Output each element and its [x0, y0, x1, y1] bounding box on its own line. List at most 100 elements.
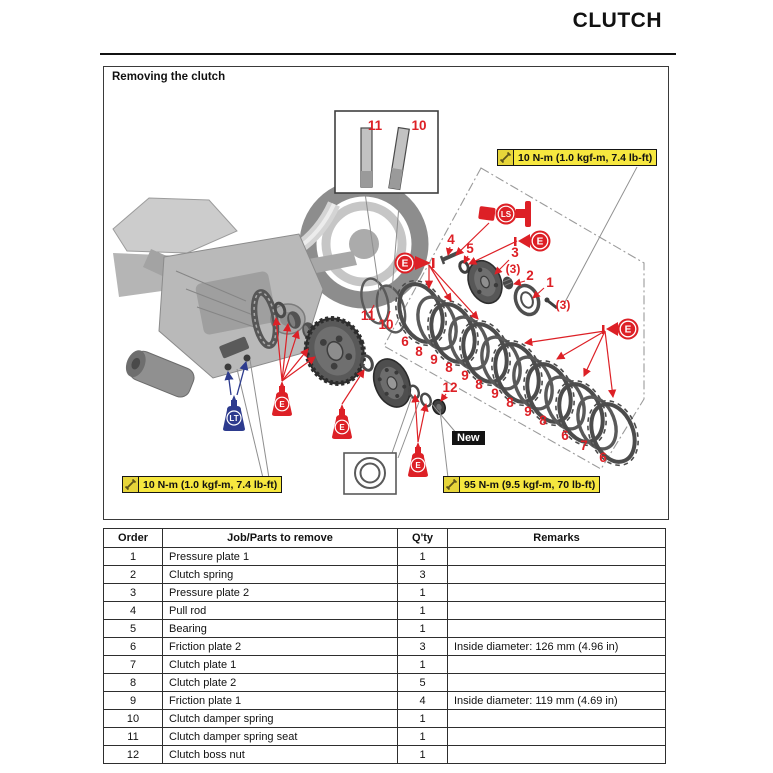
callout-leaders	[366, 132, 545, 402]
locking-agent-bottle-icon: LT	[223, 395, 245, 431]
svg-text:(3): (3)	[556, 298, 571, 312]
tail-cowl	[112, 197, 238, 254]
figure-title: Removing the clutch	[112, 71, 226, 83]
torque-value: 10 N-m (1.0 kgf-m, 7.4 lb-ft)	[143, 478, 278, 491]
svg-text:E: E	[279, 400, 285, 409]
bearing-magnifier-inset	[343, 452, 397, 495]
parts-table: Order Job/Parts to remove Q'ty Remarks 1…	[103, 528, 666, 764]
clutch-boss	[372, 358, 412, 408]
bracket-bolt	[224, 363, 232, 371]
damper-spring-strip	[388, 126, 410, 191]
svg-text:8: 8	[475, 377, 483, 392]
clutch-plate-shape	[576, 395, 618, 451]
engine-oil-bottle-icon: E	[272, 381, 292, 416]
svg-text:10: 10	[378, 317, 393, 332]
callout-11: 11	[368, 118, 383, 133]
page-title: CLUTCH	[572, 9, 662, 32]
col-job: Job/Parts to remove	[162, 528, 398, 548]
clutch-plate-shape	[448, 315, 490, 371]
table-header-row: Order Job/Parts to remove Q'ty Remarks	[103, 528, 666, 548]
clutch-damper-spring-part	[375, 284, 407, 334]
clutch-exploded-diagram: E E E LS	[112, 110, 645, 495]
friction-plate-shape	[587, 399, 639, 467]
svg-text:8: 8	[415, 344, 423, 359]
svg-text:2: 2	[526, 268, 534, 283]
svg-text:1: 1	[546, 275, 554, 290]
leader-lines	[236, 166, 638, 479]
spring-bolt	[544, 297, 558, 310]
svg-text:6: 6	[401, 334, 409, 349]
torque-label-bottom-right: 95 N-m (9.5 kgf-m, 70 lb-ft)	[443, 476, 601, 493]
svg-text:4: 4	[447, 232, 455, 247]
engine-oil-icon: E	[514, 230, 551, 252]
svg-text:9: 9	[430, 352, 438, 367]
svg-text:LS: LS	[501, 210, 512, 219]
svg-text:E: E	[339, 423, 345, 432]
figure-box: E E E LS	[103, 66, 669, 520]
svg-text:LT: LT	[229, 414, 238, 423]
spring-detail-inset: 11 10	[334, 110, 439, 194]
engine-oil-bottle-icon: E	[408, 442, 428, 477]
motorcycle-engine-illustration	[112, 179, 429, 398]
torque-label-top: 10 N-m (1.0 kgf-m, 7.4 lb-ft)	[497, 149, 658, 166]
wrench-icon	[444, 477, 460, 492]
svg-text:8: 8	[506, 395, 514, 410]
col-qty: Q'ty	[397, 528, 448, 548]
svg-text:8: 8	[539, 413, 547, 428]
engine-oil-icon: E	[602, 318, 639, 340]
exhaust-muffler	[125, 350, 195, 398]
svg-text:9: 9	[461, 368, 469, 383]
torque-label-bottom-left: 10 N-m (1.0 kgf-m, 7.4 lb-ft)	[122, 476, 283, 493]
new-part-label: New	[452, 431, 485, 445]
bracket-bolt	[243, 354, 251, 362]
svg-text:9: 9	[491, 386, 499, 401]
svg-text:E: E	[402, 259, 409, 270]
clutch-plate-shape	[544, 375, 586, 431]
engine-oil-bottle-icon: E	[332, 404, 352, 439]
wrench-icon	[498, 150, 514, 165]
friction-plate-shape	[427, 299, 479, 367]
wrench-icon	[123, 477, 139, 492]
bearing-part	[458, 260, 470, 274]
cable-bracket	[219, 336, 249, 359]
svg-text:11: 11	[361, 308, 376, 323]
col-order: Order	[103, 528, 163, 548]
svg-text:E: E	[415, 461, 421, 470]
assembly-boundary-line	[383, 167, 645, 470]
thrust-washer	[360, 354, 374, 372]
washer	[273, 301, 287, 319]
svg-text:9: 9	[524, 404, 532, 419]
clutch-plate-shape	[512, 355, 554, 411]
svg-text:6: 6	[561, 428, 569, 443]
clutch-plate-shape	[480, 335, 522, 391]
svg-text:E: E	[537, 237, 544, 248]
clutch-spring-part	[502, 276, 514, 290]
clutch-plate-stack	[395, 279, 639, 467]
svg-text:6: 6	[599, 450, 607, 465]
torque-value: 95 N-m (9.5 kgf-m, 70 lb-ft)	[464, 478, 596, 491]
header-divider	[100, 53, 676, 55]
svg-text:7: 7	[580, 438, 588, 453]
clutch-plate-shape	[416, 295, 458, 351]
callout-10: 10	[411, 118, 426, 133]
callout-numbers: 4 5 3 (3) 2 1 (3) 11 10 12 6 8 9 8 9 8 9…	[361, 232, 607, 465]
oil-arrows	[272, 222, 617, 443]
grease-icon: LS	[478, 201, 531, 227]
torque-value: 10 N-m (1.0 kgf-m, 7.4 lb-ft)	[518, 151, 653, 164]
svg-text:8: 8	[445, 360, 453, 375]
friction-plate-shape	[523, 359, 575, 427]
svg-text:5: 5	[466, 241, 474, 256]
